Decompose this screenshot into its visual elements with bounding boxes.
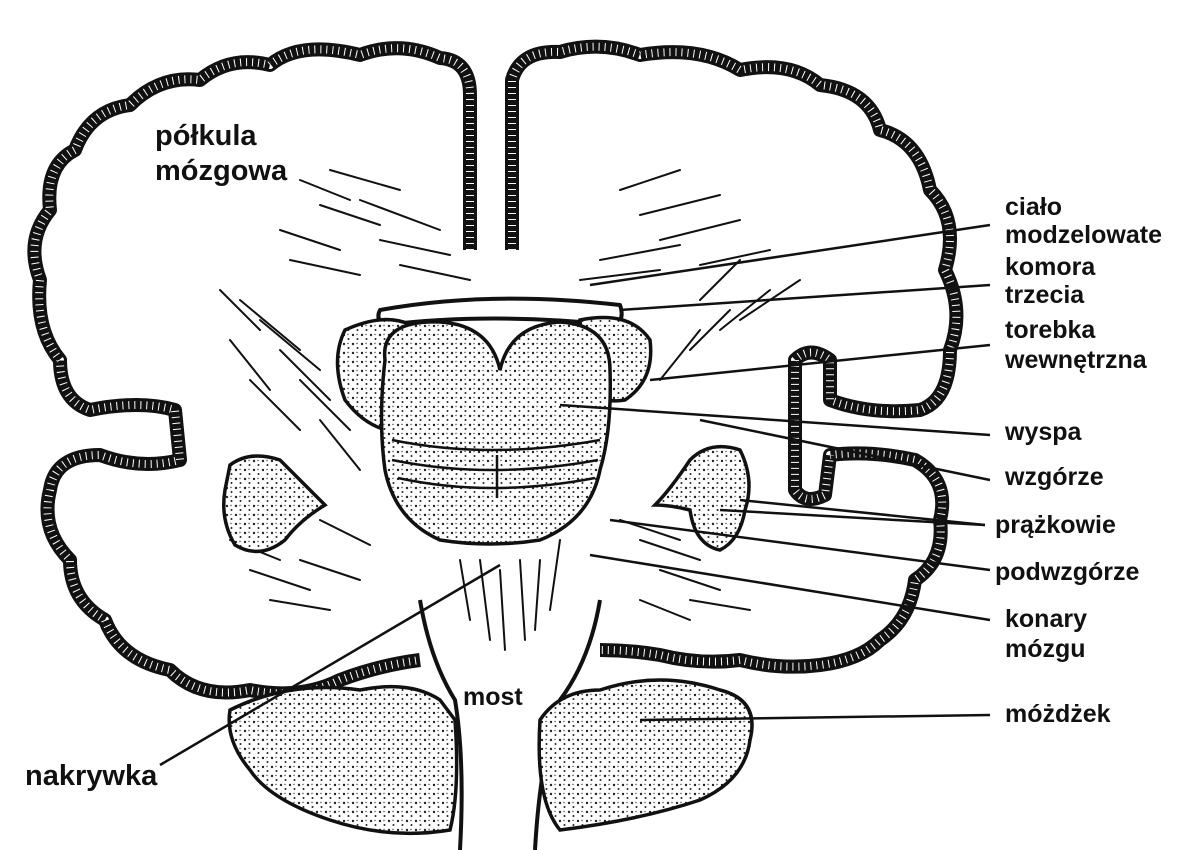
label-corpus-callosum-2: modzelowate [1005,221,1162,249]
label-insula: wyspa [1004,418,1083,446]
thalamus-shape [382,322,611,544]
label-corpus-callosum-1: ciało [1005,193,1062,221]
label-third-ventricle-1: komora [1005,253,1096,281]
label-hypothalamus: podwzgórze [995,558,1140,586]
label-internal-capsule-1: torebka [1005,316,1096,344]
label-pons: most [463,683,523,711]
label-third-ventricle-2: trzecia [1005,281,1085,309]
label-hemisphere-1: półkula [155,120,257,152]
label-tegmentum: nakrywka [25,760,158,792]
label-thalamus: wzgórze [1004,463,1104,491]
label-hemisphere-2: mózgowa [155,155,288,187]
label-cerebellum: móżdżek [1005,700,1111,728]
label-internal-capsule-2: wewnętrzna [1004,346,1148,374]
label-peduncles-1: konary [1005,605,1087,633]
label-striatum: prążkowie [995,511,1116,539]
label-peduncles-2: mózgu [1005,635,1086,663]
